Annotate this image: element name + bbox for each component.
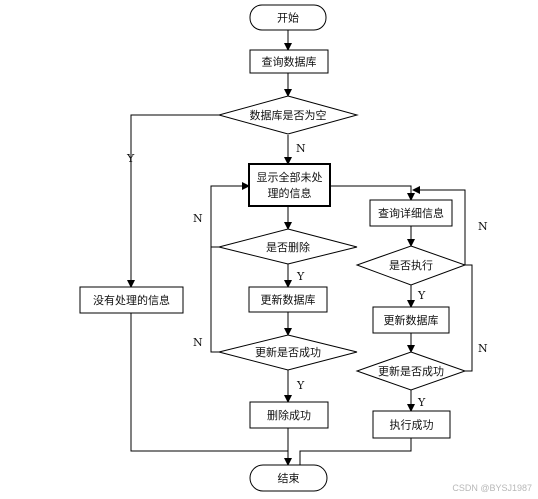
decision-update-ok-right <box>355 351 467 391</box>
node-query-db: 查询数据库 <box>249 49 329 74</box>
label-empty-yes: Y <box>126 152 135 165</box>
update-ok-left-label: 更新是否成功 <box>255 345 321 359</box>
decision-is-execute <box>355 245 467 286</box>
watermark: CSDN @BYSJ1987 <box>452 483 532 493</box>
is-execute-label: 是否执行 <box>389 258 433 272</box>
node-update-db-left: 更新数据库 <box>248 286 328 313</box>
edge-execute-ok-to-end <box>299 438 412 465</box>
edge-update-right-fail-loop <box>465 264 473 372</box>
no-unhandled-label: 没有处理的信息 <box>93 293 170 307</box>
node-query-detail: 查询详细信息 <box>369 199 453 227</box>
query-detail-label: 查询详细信息 <box>378 206 444 220</box>
node-db-empty-check: 数据库是否为空 <box>217 95 359 135</box>
edge-update-fail-loop <box>210 247 219 353</box>
process-no-unhandled <box>79 286 184 314</box>
end-label: 结束 <box>278 472 300 485</box>
node-no-unhandled: 没有处理的信息 <box>79 286 184 314</box>
label-empty-no: N <box>296 142 306 155</box>
node-update-ok-right: 更新是否成功 <box>355 351 467 391</box>
update-ok-right-label: 更新是否成功 <box>378 364 444 378</box>
start-label: 开始 <box>277 11 299 25</box>
node-delete-ok: 删除成功 <box>249 401 329 429</box>
decision-db-empty <box>217 95 359 135</box>
query-db-label: 查询数据库 <box>262 55 317 69</box>
execute-ok-label: 执行成功 <box>390 418 434 432</box>
update-db-left-label: 更新数据库 <box>261 293 316 307</box>
label-update-right-yes: Y <box>417 396 426 409</box>
label-execute-no: N <box>478 220 488 233</box>
node-update-ok-left: 更新是否成功 <box>218 334 358 371</box>
process-query-db <box>249 49 329 74</box>
edge-execute-no-loop <box>412 186 466 265</box>
label-delete-no: N <box>193 212 203 225</box>
process-update-db-left <box>248 286 328 313</box>
edge-show-to-query-detail <box>330 185 415 201</box>
terminal-end <box>249 464 328 492</box>
label-update-left-yes: Y <box>296 379 305 392</box>
flow-edges <box>127 30 473 466</box>
process-query-detail <box>369 199 453 227</box>
node-show-unhandled: 显示全部未处 理的信息 <box>248 163 331 207</box>
db-empty-label: 数据库是否为空 <box>250 108 327 122</box>
node-execute-check: 是否执行 <box>355 245 467 286</box>
decision-is-delete <box>218 228 358 265</box>
process-execute-ok <box>372 410 451 439</box>
edge-no-info-to-join <box>130 313 288 452</box>
edge-labels: Y N N Y N Y N Y N Y <box>126 142 488 409</box>
node-end: 结束 <box>249 464 328 492</box>
label-update-right-no: N <box>478 342 488 355</box>
process-show-unhandled <box>248 163 331 207</box>
update-db-right-label: 更新数据库 <box>384 313 439 327</box>
node-execute-ok: 执行成功 <box>372 410 451 439</box>
label-delete-yes: Y <box>296 270 305 283</box>
node-delete-check: 是否删除 <box>218 228 358 265</box>
label-execute-yes: Y <box>417 289 426 302</box>
show-unhandled-label-line2: 理的信息 <box>268 186 312 200</box>
process-delete-ok <box>249 401 329 429</box>
edge-empty-yes-to-no-info <box>127 114 220 288</box>
show-unhandled-label-line1: 显示全部未处 <box>257 170 323 184</box>
process-update-db-right <box>372 306 450 334</box>
decision-update-ok-left <box>218 334 358 371</box>
label-update-left-no: N <box>193 336 203 349</box>
is-delete-label: 是否删除 <box>266 240 310 254</box>
node-start: 开始 <box>249 4 327 31</box>
terminal-start <box>249 4 327 31</box>
edge-delete-no-loop <box>210 182 250 248</box>
delete-ok-label: 删除成功 <box>267 408 311 422</box>
node-update-db-right: 更新数据库 <box>372 306 450 334</box>
